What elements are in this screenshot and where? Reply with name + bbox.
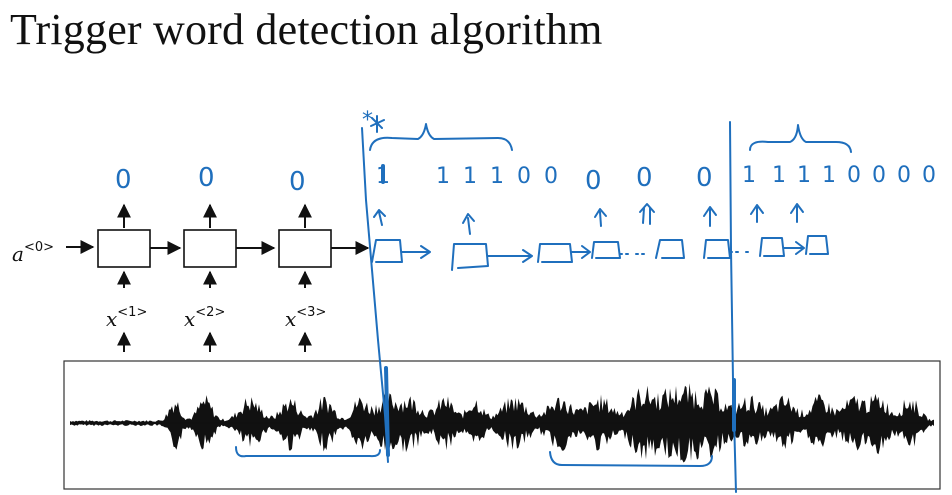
label-group-1: 1 1 1 0 0 [436, 164, 561, 189]
hand-cell-4 [591, 241, 621, 259]
label-brace-1 [369, 123, 513, 151]
input-label-3: x<3> [285, 305, 326, 331]
hand-arrow-1 [373, 209, 386, 226]
input-label-2: x<2> [184, 305, 225, 331]
hand-cell-6 [703, 239, 731, 259]
hand-arrow-7 [790, 203, 804, 223]
slide-title: Trigger word detection algorithm [10, 5, 603, 54]
hand-cell-2 [451, 243, 489, 271]
hand-cell-8 [805, 235, 829, 255]
hand-arrow-4 [639, 203, 655, 225]
hand-cell-5 [655, 239, 685, 259]
label-2: 0 [585, 166, 602, 196]
hand-arrow-5 [703, 206, 717, 227]
output-value-2: 0 [198, 163, 215, 193]
underline-2 [549, 451, 713, 467]
label-3: 0 [636, 163, 653, 193]
star-label: * [362, 108, 373, 133]
label-5: 1 [742, 163, 756, 188]
hand-cell-3 [537, 243, 573, 263]
hand-arrow-6 [750, 204, 764, 223]
rnn-cell-3 [278, 229, 332, 268]
hand-state-arrow-1 [401, 245, 431, 259]
star-mark [370, 115, 385, 133]
input-label-1: x<1> [106, 305, 147, 331]
hand-state-arrow-4 [783, 241, 805, 255]
trigger-end-mark-1 [384, 366, 390, 457]
output-value-3: 0 [289, 167, 306, 197]
rnn-cell-2 [183, 229, 237, 268]
label-group-2: 1 1 1 0 0 0 0 [772, 163, 938, 188]
hand-arrow-3 [594, 208, 607, 227]
handwritten-annotations [235, 115, 852, 493]
label-brace-2 [749, 124, 852, 153]
hand-arrow-2 [462, 213, 475, 235]
rnn-cell-1 [97, 229, 151, 268]
hand-state-arrow-3 [571, 245, 591, 259]
hand-cell-1 [371, 239, 403, 263]
output-value-1: 0 [115, 165, 132, 195]
label-1: 1 [376, 164, 390, 189]
label-4: 0 [696, 163, 713, 193]
underline-1 [235, 446, 381, 458]
hand-cell-7 [759, 237, 785, 257]
trigger-end-line-2 [729, 121, 737, 493]
initial-state-label: a<0> [12, 240, 54, 266]
hand-state-arrow-2 [487, 249, 533, 263]
